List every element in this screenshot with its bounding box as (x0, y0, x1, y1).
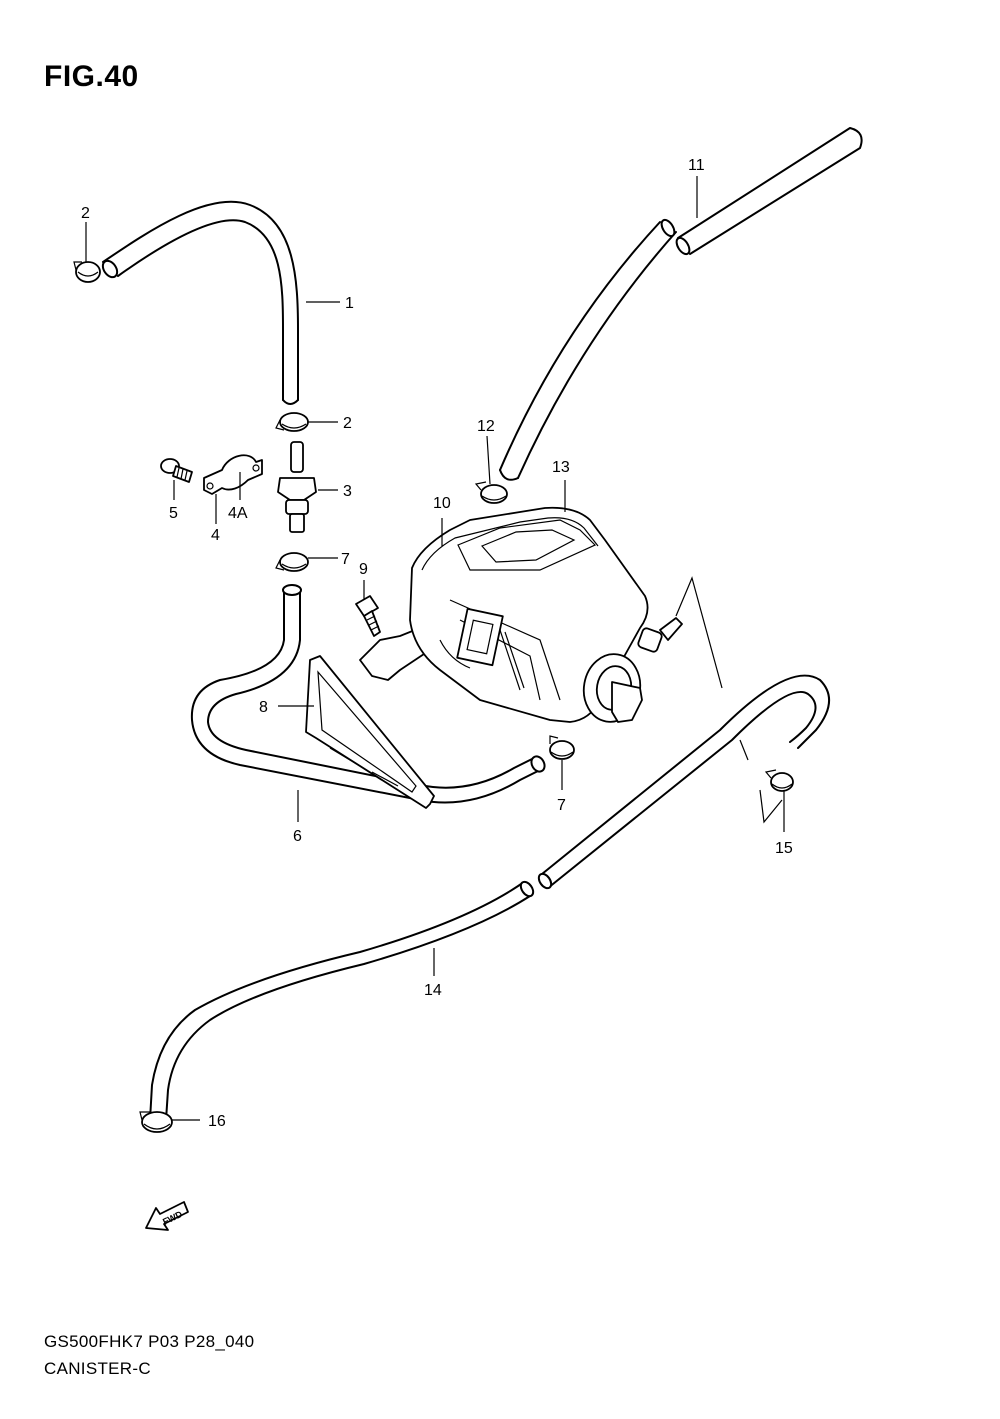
canister-13 (409, 506, 649, 723)
callout-14: 14 (424, 982, 442, 999)
hose-1 (101, 200, 299, 405)
callout-13: 13 (552, 459, 570, 476)
section-name: CANISTER-C (44, 1359, 151, 1378)
callout-11: 11 (688, 157, 705, 174)
callout-4: 4 (211, 527, 220, 544)
hose-clamp-16 (139, 1111, 173, 1133)
bracket-4 (203, 454, 263, 495)
callout-4a: 4A (228, 505, 248, 522)
callout-7-right: 7 (557, 797, 566, 814)
callout-labels: 2 1 2 3 5 4 4A 7 9 8 6 10 11 12 13 7 15 … (81, 157, 793, 1130)
leader-lines (85, 176, 785, 1121)
hose-6 (190, 584, 546, 804)
callout-16: 16 (208, 1113, 226, 1130)
hose-clamp-15 (764, 769, 794, 792)
hose-clamp-7-left (275, 552, 309, 572)
valve-3 (277, 441, 317, 533)
callout-7-left: 7 (341, 551, 350, 568)
callout-2-top: 2 (81, 205, 90, 222)
callout-8: 8 (259, 699, 268, 716)
hose-11 (499, 127, 863, 481)
callout-1: 1 (345, 295, 354, 312)
callout-9: 9 (359, 561, 368, 578)
hose-clamp-12 (474, 481, 508, 504)
bolt-5 (160, 458, 193, 483)
screw-9 (355, 595, 381, 637)
model-code: GS500FHK7 P03 P28_040 (44, 1332, 255, 1351)
callout-10: 10 (433, 495, 451, 512)
fwd-arrow-icon: FWD (145, 1201, 189, 1231)
callout-12: 12 (477, 418, 495, 435)
routing-guide-lines (675, 576, 783, 824)
hose-clamp-2-mid (275, 412, 309, 432)
callout-15: 15 (775, 840, 793, 857)
callout-2-mid: 2 (343, 415, 352, 432)
callout-5: 5 (169, 505, 178, 522)
hose-clamp-7-right (549, 735, 575, 760)
hose-clamp-2-top (73, 261, 101, 283)
figure-title: FIG.40 (44, 60, 139, 93)
hose-14 (149, 674, 830, 1121)
callout-6: 6 (293, 828, 302, 845)
callout-3: 3 (343, 483, 352, 500)
canister-fitting (582, 617, 683, 723)
